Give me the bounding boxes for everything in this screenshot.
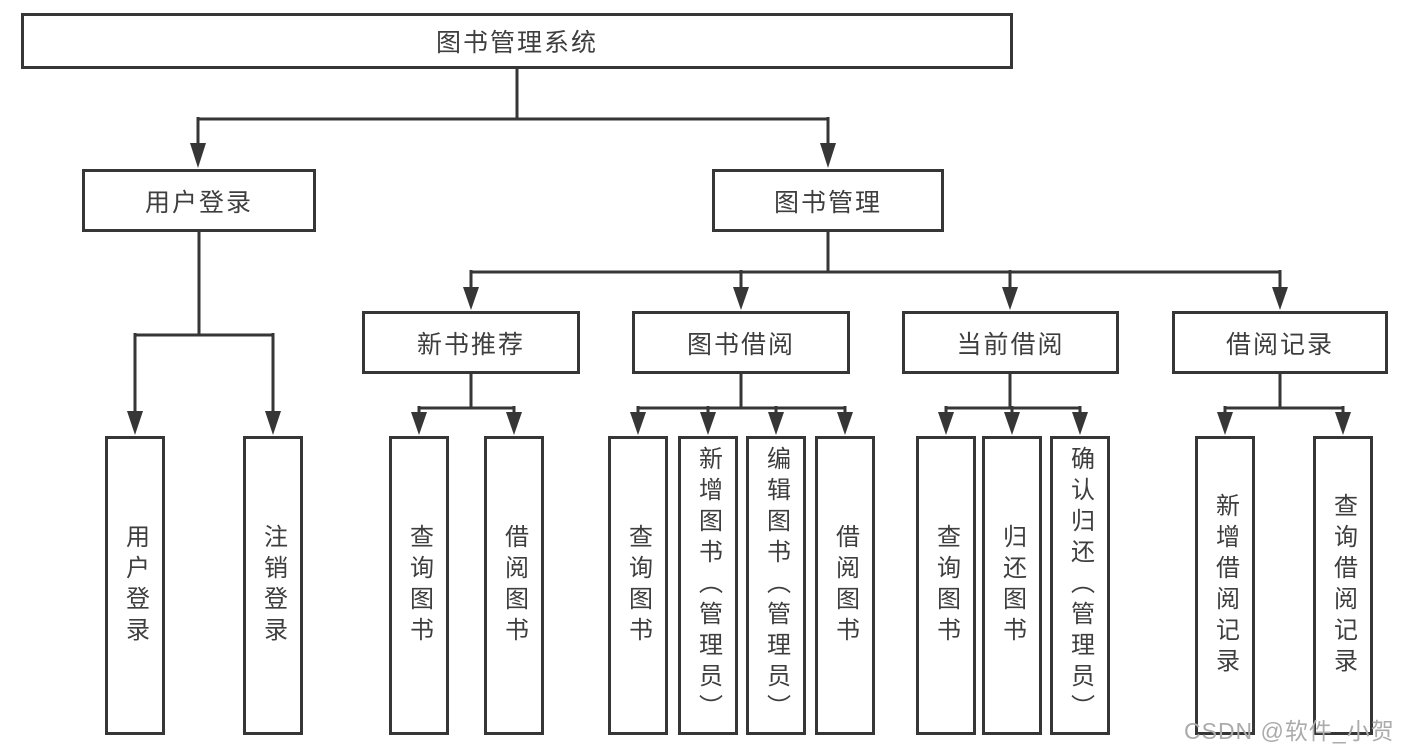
leaf-query-books-1: 查询图书 [389,436,449,735]
node-new-book-recommend: 新书推荐 [362,311,580,374]
node-borrow-records: 借阅记录 [1172,311,1388,374]
leaf-borrow-books-1: 借阅图书 [484,436,544,735]
leaf-query-books-3: 查询图书 [916,436,976,735]
leaf-user-login: 用户登录 [105,436,165,735]
leaf-add-borrow-record: 新增借阅记录 [1195,436,1255,735]
leaf-logout: 注销登录 [243,436,303,735]
leaf-edit-books-admin: 编辑图书（管理员） [746,436,806,735]
csdn-watermark: CSDN @软件_小贺同学 [1184,718,1395,744]
node-user-login: 用户登录 [82,169,316,232]
leaf-query-books-2: 查询图书 [608,436,668,735]
leaf-add-books-admin: 新增图书（管理员） [678,436,738,735]
leaf-query-borrow-record: 查询借阅记录 [1313,436,1373,735]
node-book-management: 图书管理 [712,169,944,232]
node-current-borrow: 当前借阅 [902,311,1119,374]
node-book-borrow: 图书借阅 [632,311,850,374]
leaf-borrow-books-2: 借阅图书 [815,436,875,735]
leaf-confirm-return-admin: 确认归还（管理员） [1050,436,1110,735]
node-root: 图书管理系统 [21,13,1013,69]
leaf-return-books: 归还图书 [982,436,1042,735]
